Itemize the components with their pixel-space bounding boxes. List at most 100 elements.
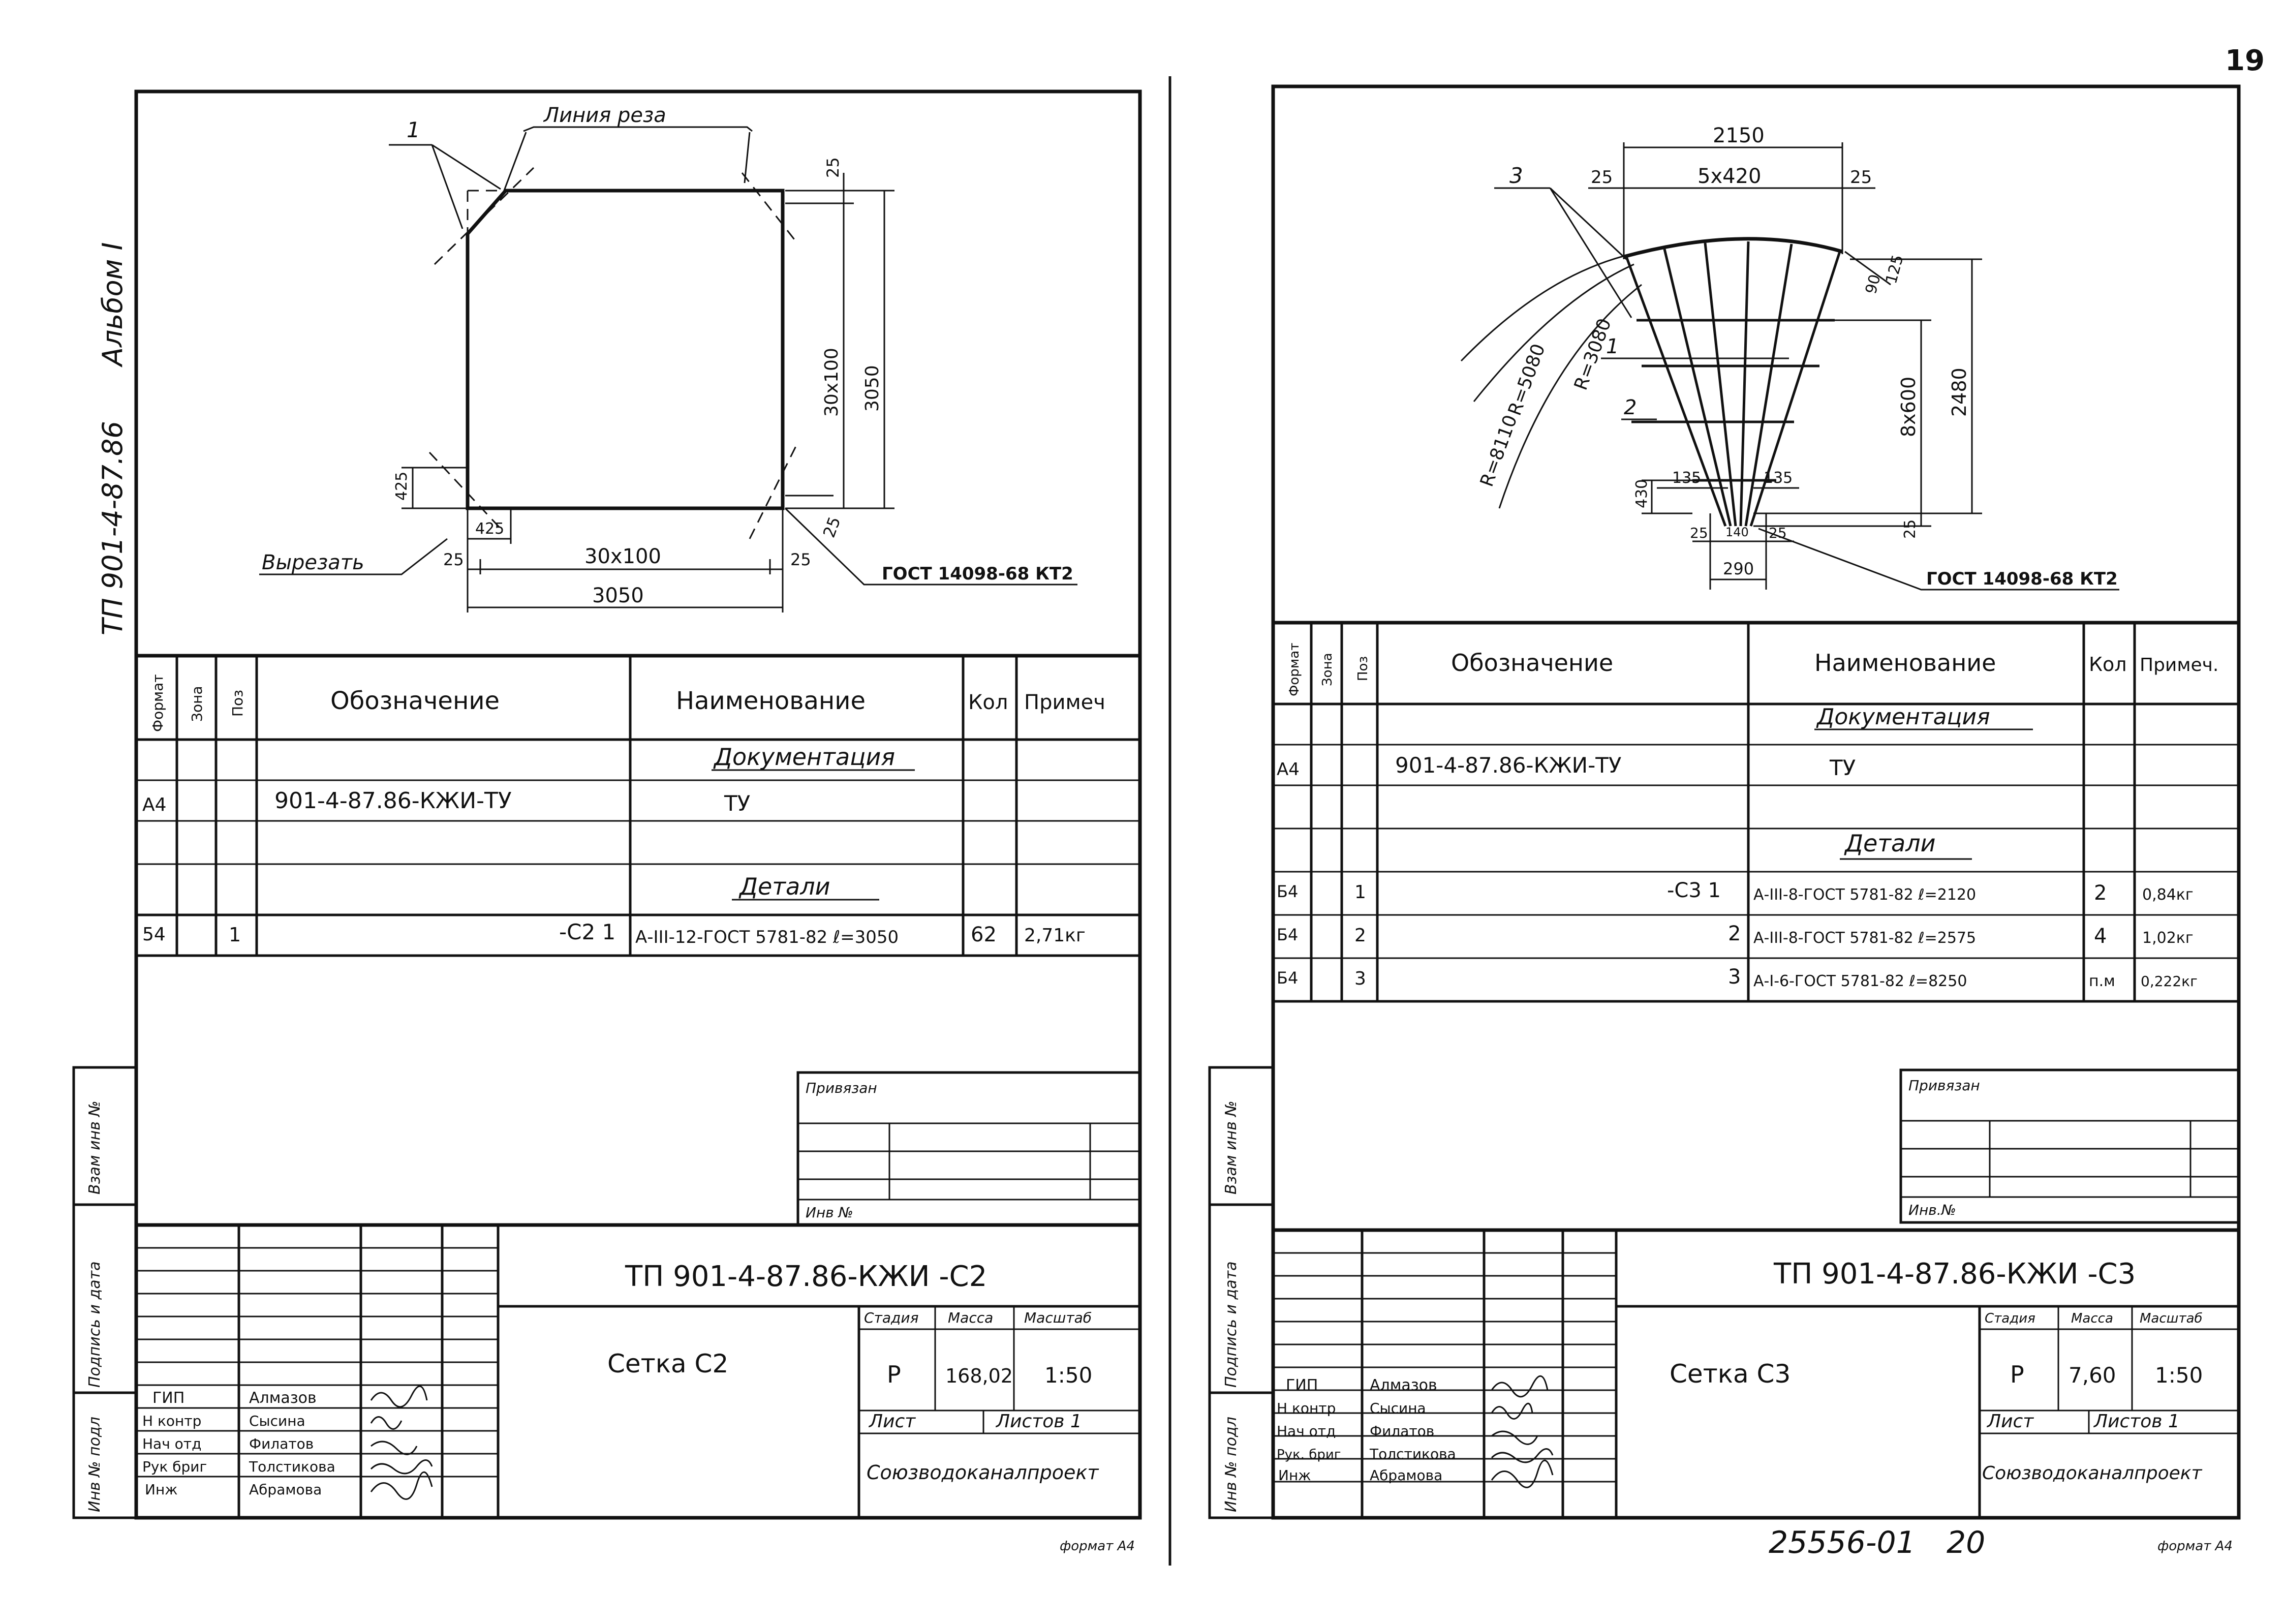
left-gost-label: ГОСТ 14098-68 КТ2 [882, 564, 1073, 584]
left-privyazan-block: Привязан Инв № [796, 1071, 1141, 1227]
left-scale-label: Масштаб [1024, 1309, 1092, 1326]
right-part-designation-1: -С3 1 [1667, 879, 1721, 902]
left-staff-name-3: Филатов [249, 1435, 314, 1452]
right-part-note-3: 0,222кг [2141, 973, 2198, 990]
right-th-qty: Кол [2089, 653, 2127, 676]
right-dim-90: 90 [1862, 272, 1885, 296]
left-staff-role-5: Инж [145, 1481, 177, 1498]
right-scale-label: Масштаб [2140, 1311, 2203, 1326]
left-side-label-podpis: Подпись и дата [86, 1262, 104, 1388]
right-dim-135-right: 135 [1764, 469, 1793, 487]
left-side-code: ТП 901-4-87.86 [97, 421, 129, 635]
left-inv-no: Инв № [806, 1204, 853, 1221]
right-dim-135-left: 135 [1672, 469, 1701, 487]
left-th-note: Примеч [1024, 691, 1105, 714]
left-dim-25-right: 25 [790, 550, 811, 569]
right-staff-name-5: Абрамова [1370, 1467, 1442, 1484]
left-sheet-label: Лист [868, 1411, 916, 1432]
right-stage: Р [2010, 1361, 2024, 1388]
right-mesh-drawing: 2150 5х420 25 25 3 1 2 90 125 R=8110 R=5… [1460, 124, 2119, 591]
right-dim-290: 290 [1723, 559, 1754, 578]
left-mass: 168,02 [945, 1365, 1013, 1387]
right-mass-label: Масса [2071, 1311, 2113, 1326]
left-staff-name-5: Абрамова [249, 1481, 322, 1498]
right-part-note-1: 0,84кг [2142, 886, 2194, 904]
left-item-name: Сетка С2 [607, 1349, 728, 1378]
left-album-label: Альбом I [97, 242, 129, 367]
left-th-name: Наименование [676, 687, 866, 715]
left-dim-top-25: 25 [823, 157, 843, 178]
right-archive-no: 25556-01 [1769, 1525, 1916, 1560]
left-part-qty: 62 [971, 923, 997, 946]
left-staff-name-1: Алмазов [249, 1389, 317, 1407]
right-th-pos: Поз [1355, 656, 1371, 681]
left-dim-horizontal-pitch: 30х100 [584, 545, 661, 568]
left-dim-horizontal-total: 3050 [592, 584, 644, 607]
left-mass-label: Масса [948, 1309, 993, 1326]
left-side-label-vzam: Взам инв № [86, 1100, 104, 1194]
right-part-note-2: 1,02кг [2142, 929, 2194, 947]
right-part-format-2: Б4 [1277, 925, 1298, 944]
left-th-designation: Обозначение [330, 687, 500, 715]
left-side-label-inv: Инв № подл [86, 1417, 104, 1512]
left-dim-vertical-pitch: 30х100 [821, 348, 842, 417]
right-dim-125: 125 [1882, 253, 1907, 286]
left-cut-out-label: Вырезать [262, 551, 364, 574]
left-staff-name-2: Сысина [249, 1413, 305, 1429]
right-part-name-1: А-III-8-ГОСТ 5781-82 ℓ=2120 [1753, 886, 1976, 904]
left-sheet: Взам инв № Подпись и дата Инв № подл Аль… [72, 89, 1142, 1554]
right-callout-3: 3 [1509, 163, 1523, 188]
right-dim-25-left: 25 [1591, 167, 1613, 188]
right-stage-label: Стадия [1985, 1311, 2035, 1326]
right-part-designation-3: 3 [1728, 965, 1741, 989]
left-dim-25-bottom-right: 25 [819, 514, 845, 540]
right-th-zone: Зона [1320, 653, 1335, 686]
left-side-strip [72, 1066, 138, 1519]
right-inv-no: Инв.№ [1908, 1202, 1956, 1218]
left-privyazan: Привязан [806, 1080, 877, 1096]
right-th-format: Формат [1287, 643, 1302, 697]
left-dim-vertical-total: 3050 [862, 365, 883, 412]
right-part-pos-1: 1 [1354, 882, 1366, 903]
right-item-name: Сетка С3 [1670, 1359, 1791, 1389]
right-th-designation: Обозначение [1451, 649, 1613, 677]
left-doc-designation: 901-4-87.86-КЖИ-ТУ [274, 788, 512, 814]
right-doc-designation: 901-4-87.86-КЖИ-ТУ [1395, 753, 1621, 778]
right-doc-name: ТУ [1829, 755, 1856, 780]
right-dim-top-pitch: 5х420 [1697, 165, 1761, 188]
right-sheet: Взам инв № Подпись и дата Инв № подл 215… [1208, 84, 2241, 1560]
right-staff-name-1: Алмазов [1370, 1376, 1437, 1394]
right-frame [1271, 84, 2241, 1520]
left-format-note: формат А4 [1060, 1539, 1135, 1554]
left-staff-role-2: Н контр [142, 1413, 201, 1429]
right-dim-2480: 2480 [1948, 367, 1970, 417]
right-staff-role-2: Н контр [1277, 1400, 1336, 1417]
left-stage-label: Стадия [864, 1309, 918, 1326]
right-side-strip [1208, 1066, 1275, 1519]
right-part-pos-2: 2 [1354, 925, 1366, 946]
right-staff-role-3: Нач отд [1277, 1423, 1336, 1439]
right-th-note: Примеч. [2140, 655, 2218, 676]
left-frame [134, 89, 1142, 1520]
right-title-block: ТП 901-4-87.86-КЖИ -С3 Сетка С3 Стадия М… [1273, 1228, 2239, 1518]
left-doc-code: ТП 901-4-87.86-КЖИ -С2 [625, 1260, 987, 1293]
left-th-qty: Кол [968, 691, 1008, 714]
right-scale: 1:50 [2155, 1363, 2203, 1388]
right-side-label-vzam: Взам инв № [1222, 1100, 1240, 1194]
right-section-docs: Документация [1816, 704, 1990, 730]
right-part-designation-2: 2 [1728, 922, 1741, 945]
left-doc-format: А4 [142, 794, 167, 815]
right-format-note: формат А4 [2157, 1539, 2233, 1554]
right-staff-name-3: Филатов [1370, 1423, 1434, 1439]
right-callout-1: 1 [1606, 335, 1619, 358]
left-section-parts: Детали [738, 873, 830, 900]
right-dim-25-bl: 25 [1690, 525, 1708, 541]
left-scale: 1:50 [1044, 1363, 1092, 1388]
right-part-pos-3: 3 [1354, 968, 1366, 989]
left-staff-role-1: ГИП [152, 1389, 184, 1407]
right-th-name: Наименование [1814, 649, 1996, 677]
right-part-format-1: Б4 [1277, 882, 1298, 901]
right-sheet-label: Лист [1986, 1411, 2034, 1432]
right-part-qty-2: 4 [2094, 925, 2107, 948]
